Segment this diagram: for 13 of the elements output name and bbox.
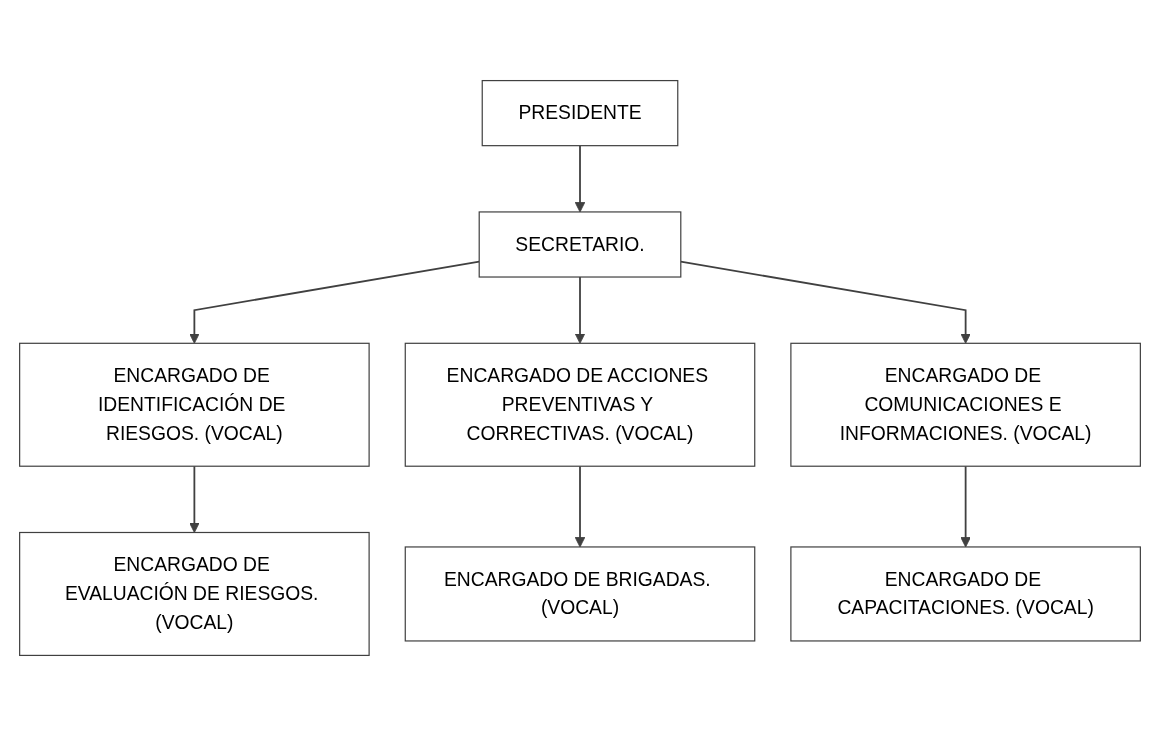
node-box: ENCARGADO DE EVALUACIÓN DE RIESGOS. (VOCAL) — [18, 531, 370, 656]
arrow — [188, 464, 200, 533]
node-box: ENCARGADO DE ACCIONES PREVENTIVAS Y CORRECTIVAS. (VOCAL) — [404, 342, 755, 467]
arrow — [574, 275, 585, 344]
node-box: ENCARGADO DE BRIGADAS. (VOCAL) — [404, 545, 755, 642]
node-box: ENCARGADO DE CAPACITACIONES. (VOCAL) — [789, 545, 1141, 642]
node-box: SECRETARIO. — [478, 210, 681, 278]
arrow — [574, 464, 585, 547]
node-box: ENCARGADO DE COMUNICACIONES E INFORMACIONES. (VOCAL) — [789, 342, 1141, 467]
arrow — [959, 464, 971, 547]
node-box: ENCARGADO DE IDENTIFICACIÓN DE RIESGOS. (VOCAL) — [18, 342, 370, 467]
node-box: PRESIDENTE — [481, 79, 678, 146]
arrow — [574, 144, 585, 212]
